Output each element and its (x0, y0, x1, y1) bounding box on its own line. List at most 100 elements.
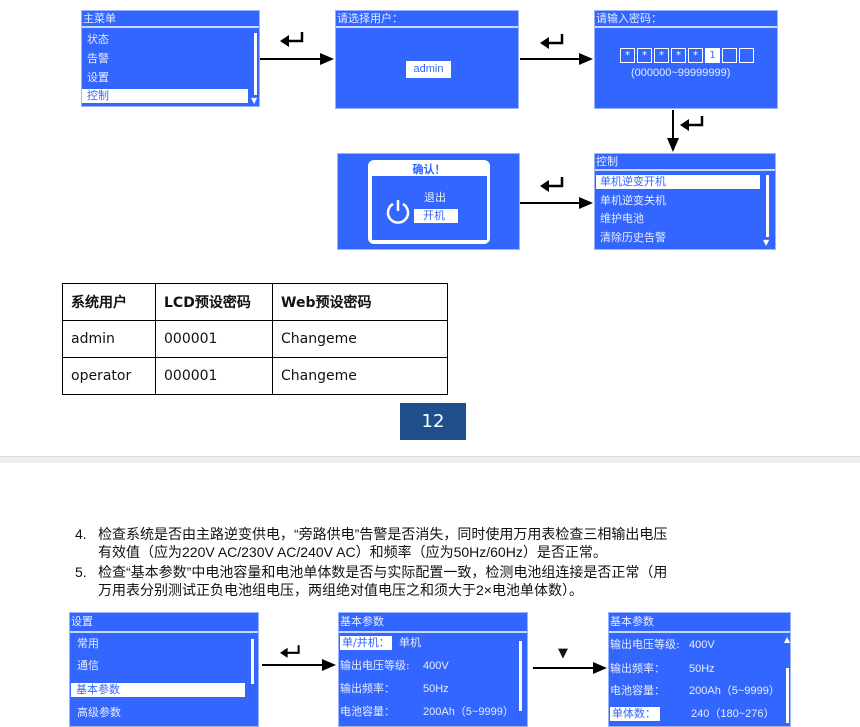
flow-arrow (520, 202, 580, 204)
param-label: 输出频率： (340, 682, 395, 695)
settings-item[interactable]: 通信 (77, 659, 99, 672)
enter-key-icon (280, 32, 306, 48)
step-number: 4. (75, 526, 87, 542)
table-cell: 000001 (155, 357, 273, 395)
scrollbar[interactable] (786, 668, 789, 723)
settings-item[interactable]: 高级参数 (77, 706, 121, 719)
table-header-row: 系统用户 LCD预设密码 Web预设密码 (62, 283, 448, 321)
table-row: operator 000001 Changeme (62, 357, 448, 395)
menu-item[interactable]: 告警 (87, 52, 109, 65)
control-screen: 控制 单机逆变开机 单机逆变关机 维护电池 清除历史告警 ▼ (594, 153, 776, 250)
arrow-head-icon (322, 659, 336, 671)
param-value: 400V (689, 639, 715, 651)
confirm-screen: 确认！ 退出 开机 (337, 153, 520, 250)
column-header: Web预设密码 (272, 283, 448, 321)
password-screen: 请输入密码： *****1 (000000~99999999) (594, 10, 778, 109)
param-value: 50Hz (689, 663, 715, 675)
arrow-head-icon (667, 138, 679, 152)
screen-title: 设置 (70, 613, 258, 633)
settings-screen: 设置 常用 通信 基本参数 高级参数 (69, 612, 259, 727)
step-number: 5. (75, 564, 87, 580)
arrow-head-icon (579, 197, 593, 209)
param-label-selected[interactable]: 单/并机： (340, 636, 392, 650)
column-header: 系统用户 (62, 283, 156, 321)
control-item[interactable]: 单机逆变关机 (600, 194, 666, 207)
scrollbar[interactable] (519, 641, 522, 711)
settings-item[interactable]: 常用 (77, 637, 99, 650)
select-user-screen: 请选择用户： admin (335, 10, 519, 109)
param-value: 200Ah（5~9999） (689, 685, 780, 697)
control-item[interactable]: 清除历史告警 (600, 231, 666, 244)
password-input[interactable]: *****1 (620, 48, 770, 67)
password-digit: * (671, 48, 686, 63)
param-value: 400V (423, 660, 449, 672)
confirm-dialog: 确认！ 退出 开机 (368, 160, 490, 244)
param-value: 240（180~276） (691, 708, 775, 720)
param-label: 输出电压等级: (610, 638, 680, 651)
step-text: 有效值（应为220V AC/230V AC/240V AC）和频率（应为50Hz… (98, 544, 607, 560)
page-break (0, 456, 860, 463)
default-password-table: 系统用户 LCD预设密码 Web预设密码 admin 000001 Change… (62, 283, 448, 395)
enter-key-icon (540, 34, 566, 50)
flow-arrow (262, 664, 324, 666)
flow-arrow (520, 58, 580, 60)
settings-item-selected[interactable]: 基本参数 (71, 683, 245, 697)
basic-params-screen-scrolled: 基本参数 输出电压等级: 400V 输出频率： 50Hz 电池容量： 200Ah… (608, 612, 791, 727)
control-item[interactable]: 维护电池 (600, 212, 644, 225)
flow-arrow (672, 110, 674, 140)
table-row: admin 000001 Changeme (62, 320, 448, 358)
password-digit: * (654, 48, 669, 63)
flow-arrow (533, 667, 595, 669)
param-label-selected[interactable]: 单体数： (610, 707, 660, 721)
menu-item[interactable]: 设置 (87, 71, 109, 84)
screen-title: 主菜单 (82, 11, 259, 28)
password-digit-empty (739, 48, 754, 63)
param-label: 输出频率： (610, 662, 665, 675)
table-cell: Changeme (272, 357, 448, 395)
screen-title: 请输入密码： (595, 11, 777, 28)
option-power-on[interactable]: 开机 (414, 209, 458, 223)
dialog-title: 确认！ (412, 163, 446, 176)
main-menu-screen: 主菜单 状态 告警 设置 控制 ▼ (81, 10, 260, 107)
screen-title: 基本参数 (339, 613, 527, 633)
flow-arrow (260, 58, 322, 60)
param-label: 输出电压等级: (340, 659, 410, 672)
arrow-head-icon (320, 53, 334, 65)
step-text: 检查系统是否由主路逆变供电，“旁路供电”告警是否消失，同时使用万用表检查三相输出… (98, 526, 668, 542)
table-cell: operator (62, 357, 156, 395)
power-icon (386, 200, 410, 224)
down-key-icon: ▼ (558, 646, 568, 661)
scrollbar[interactable] (254, 33, 257, 95)
screen-title: 控制 (595, 154, 775, 171)
scroll-down-icon: ▼ (251, 96, 258, 105)
param-value: 50Hz (423, 683, 449, 695)
scrollbar[interactable] (251, 639, 254, 684)
option-exit[interactable]: 退出 (424, 191, 446, 204)
password-range: (000000~99999999) (631, 67, 731, 79)
password-digit-current: 1 (705, 48, 720, 63)
user-option[interactable]: admin (406, 61, 451, 78)
arrow-head-icon (579, 53, 593, 65)
password-digit: * (637, 48, 652, 63)
page-number: 12 (400, 403, 466, 440)
table-cell: Changeme (272, 320, 448, 358)
dialog-body: 退出 开机 (372, 176, 487, 240)
param-value: 单机 (399, 636, 421, 649)
table-cell: 000001 (155, 320, 273, 358)
scrollbar[interactable] (766, 175, 769, 237)
step-text: 检查“基本参数”中电池容量和电池单体数是否与实际配置一致，检测电池组连接是否正常… (98, 564, 668, 580)
scroll-up-icon: ▲ (784, 635, 791, 644)
param-label: 电池容量： (340, 705, 395, 718)
arrow-head-icon (593, 662, 607, 674)
scroll-down-icon: ▼ (763, 238, 770, 247)
enter-key-icon (280, 645, 302, 659)
enter-key-icon (540, 177, 566, 193)
table-cell: admin (62, 320, 156, 358)
column-header: LCD预设密码 (155, 283, 273, 321)
enter-key-icon (680, 116, 706, 132)
menu-item-selected[interactable]: 控制 (82, 89, 248, 103)
control-item-selected[interactable]: 单机逆变开机 (596, 175, 760, 189)
menu-item[interactable]: 状态 (87, 33, 109, 46)
password-digit-empty (722, 48, 737, 63)
password-digit: * (688, 48, 703, 63)
